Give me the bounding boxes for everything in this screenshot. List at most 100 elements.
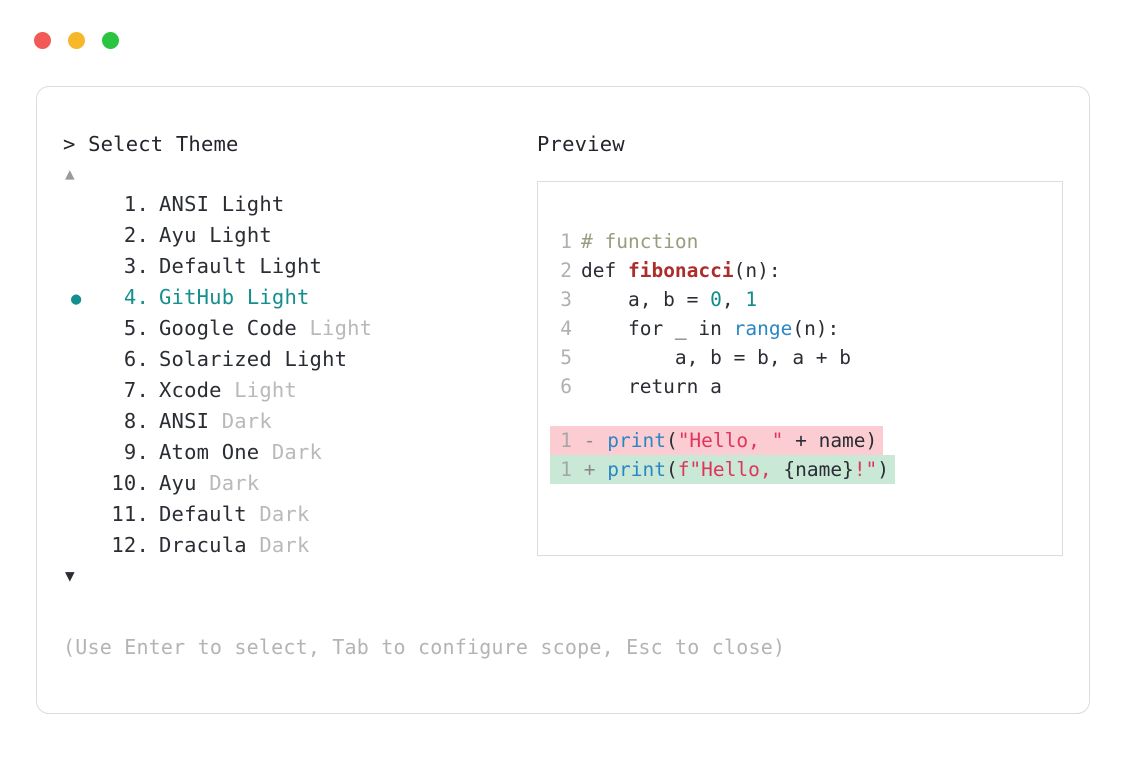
theme-item-number: 11.: [111, 502, 149, 526]
theme-list-item[interactable]: 10.Ayu Dark: [63, 468, 533, 499]
theme-item-number: 3.: [111, 254, 149, 278]
code-token: !": [853, 458, 878, 481]
code-token: (: [665, 458, 678, 481]
line-number: 6: [560, 375, 572, 398]
theme-list-item[interactable]: 3.Default Light: [63, 251, 533, 282]
code-token: return a: [581, 375, 722, 398]
code-token: range: [733, 317, 793, 340]
code-diff-separator: [550, 401, 1062, 426]
line-number: 3: [560, 288, 572, 311]
theme-item-space: [259, 437, 272, 468]
code-token: f"Hello,: [677, 458, 784, 481]
preview-label: Preview: [537, 132, 625, 156]
code-line: 1# function: [550, 227, 1062, 256]
theme-item-space: [247, 499, 260, 530]
theme-item-space: [297, 313, 310, 344]
diff-sign: +: [572, 458, 608, 481]
code-token: 0: [710, 288, 722, 311]
code-token: (: [665, 429, 678, 452]
theme-item-variant: Dark: [259, 533, 310, 557]
theme-item-number: 1.: [111, 192, 149, 216]
theme-list-item[interactable]: 8. ANSI Dark: [63, 406, 533, 437]
theme-item-space: [197, 468, 210, 499]
theme-item-name: Ayu: [159, 471, 197, 495]
bullet-placeholder: [63, 315, 97, 346]
theme-item-name: GitHub: [159, 285, 235, 309]
theme-item-name: Ayu: [159, 223, 197, 247]
theme-item-name: Default: [159, 254, 247, 278]
theme-item-name: Google Code: [159, 316, 297, 340]
code-token: "Hello, ": [677, 429, 784, 452]
theme-item-name: Default: [159, 502, 247, 526]
code-token: print: [607, 458, 666, 481]
code-line: 6 return a: [550, 372, 1062, 401]
theme-list-item[interactable]: 11.Default Dark: [63, 499, 533, 530]
theme-list-item[interactable]: ● 4.GitHub Light: [63, 282, 533, 313]
theme-item-space: [197, 220, 210, 251]
theme-item-variant: Dark: [221, 409, 272, 433]
diff-sign: -: [572, 429, 608, 452]
code-token: (n):: [792, 317, 840, 340]
theme-list-item[interactable]: 12.Dracula Dark: [63, 530, 533, 561]
diff-removed-line: 1 - print("Hello, " + name): [550, 426, 884, 455]
bullet-placeholder: [63, 377, 97, 408]
theme-list-item[interactable]: 2.Ayu Light: [63, 220, 533, 251]
theme-item-space: [234, 282, 247, 313]
bullet-placeholder: [63, 222, 97, 253]
theme-list-item[interactable]: 5. Google Code Light: [63, 313, 533, 344]
code-token: def: [581, 259, 628, 282]
bullet-placeholder: [63, 532, 97, 563]
theme-item-variant: Light: [246, 285, 310, 309]
theme-item-number: 7.: [111, 378, 149, 402]
theme-item-number: 10.: [111, 471, 149, 495]
theme-item-name: Dracula: [159, 533, 247, 557]
code-line: 4 for _ in range(n):: [550, 314, 1062, 343]
theme-item-variant: Light: [234, 378, 297, 402]
theme-item-number: 4.: [111, 285, 149, 309]
theme-item-space: [222, 375, 235, 406]
line-number: 2: [560, 259, 572, 282]
scroll-up-icon[interactable]: ▲: [65, 164, 75, 183]
scroll-down-icon[interactable]: ▼: [65, 566, 75, 585]
theme-item-name: Atom One: [159, 440, 260, 464]
theme-item-variant: Light: [309, 316, 373, 340]
theme-list-column: > Select Theme ▲ 1.ANSI Light 2.Ayu Ligh…: [63, 129, 533, 591]
diff-line-text: print("Hello, " + name): [607, 426, 883, 455]
window-traffic-lights: [34, 32, 119, 49]
theme-item-number: 5.: [111, 316, 149, 340]
code-token: 1: [745, 288, 758, 311]
code-token: # function: [581, 230, 699, 253]
bullet-placeholder: [63, 501, 97, 532]
code-token: a, b =: [581, 288, 711, 311]
theme-item-number: 8.: [111, 409, 149, 433]
bullet-placeholder: [63, 346, 97, 377]
code-line-text: return a: [572, 372, 722, 401]
theme-item-variant: Light: [284, 347, 348, 371]
minimize-dot[interactable]: [68, 32, 85, 49]
code-token: ): [877, 458, 890, 481]
theme-list-item[interactable]: 7.Xcode Light: [63, 375, 533, 406]
bullet-placeholder: [63, 439, 97, 470]
theme-item-number: 2.: [111, 223, 149, 247]
theme-list-item[interactable]: 6.Solarized Light: [63, 344, 533, 375]
close-dot[interactable]: [34, 32, 51, 49]
line-number: 5: [560, 346, 572, 369]
code-line-text: # function: [572, 227, 698, 256]
theme-item-space: [209, 406, 222, 437]
code-line: 5 a, b = b, a + b: [550, 343, 1062, 372]
theme-list-item[interactable]: 1.ANSI Light: [63, 189, 533, 220]
line-number: 1: [560, 458, 572, 481]
theme-list-item[interactable]: 9.Atom One Dark: [63, 437, 533, 468]
maximize-dot[interactable]: [102, 32, 119, 49]
code-token: ,: [721, 288, 746, 311]
code-token: fibonacci: [627, 259, 734, 282]
code-line-text: a, b = b, a + b: [572, 343, 851, 372]
theme-item-name: Solarized: [159, 347, 272, 371]
code-line-text: for _ in range(n):: [572, 314, 839, 343]
code-token: for _ in: [581, 317, 734, 340]
theme-item-name: ANSI: [159, 409, 210, 433]
